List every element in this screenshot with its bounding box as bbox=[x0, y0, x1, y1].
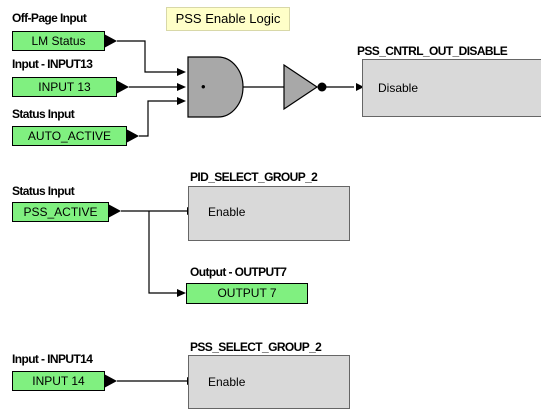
arrowhead-icon bbox=[356, 83, 364, 91]
input-box-auto-active[interactable]: AUTO_ACTIVE bbox=[12, 126, 127, 146]
output-label: Output - OUTPUT7 bbox=[190, 265, 287, 279]
pin-enable: Enable bbox=[208, 205, 246, 219]
block-pss-select-group-2[interactable] bbox=[188, 355, 350, 409]
pin-disable: Disable bbox=[378, 81, 419, 95]
wire-lm-status-to-and bbox=[117, 40, 178, 73]
wire-auto-active-to-and bbox=[139, 100, 178, 137]
input-label: Input - INPUT13 bbox=[12, 57, 93, 71]
block-name-pss-cntrl-out-disable: PSS_CNTRL_OUT_DISABLE bbox=[357, 44, 508, 58]
block-name-pid-select-group-2: PID_SELECT_GROUP_2 bbox=[190, 170, 318, 184]
arrowhead-icon bbox=[177, 97, 186, 105]
gate-symbol: • bbox=[201, 79, 206, 94]
and-gate-icon bbox=[187, 56, 244, 118]
input-label: Status Input bbox=[12, 107, 75, 121]
arrowhead-icon bbox=[177, 68, 186, 76]
input-arrow-icon bbox=[104, 374, 117, 388]
input-label: Off-Page Input bbox=[12, 11, 87, 25]
block-name-pss-select-group-2: PSS_SELECT_GROUP_2 bbox=[190, 340, 322, 354]
input-arrow-icon bbox=[126, 129, 139, 143]
input-box-input13[interactable]: INPUT 13 bbox=[12, 77, 117, 97]
input-box-input14[interactable]: INPUT 14 bbox=[12, 371, 105, 391]
input-arrow-icon bbox=[104, 34, 117, 48]
block-pss-cntrl-out-disable[interactable] bbox=[362, 59, 541, 117]
input-arrow-icon bbox=[108, 204, 121, 218]
arrowhead-icon bbox=[177, 83, 186, 91]
title-note: PSS Enable Logic bbox=[166, 7, 290, 31]
block-pid-select-group-2[interactable] bbox=[188, 186, 350, 241]
output-box-output7[interactable]: OUTPUT 7 bbox=[186, 283, 308, 304]
input-box-lm-status[interactable]: LM Status bbox=[12, 31, 105, 51]
input-arrow-icon bbox=[116, 80, 129, 94]
wire-pss-active-to-output7 bbox=[148, 211, 177, 294]
buffer-triangle-icon bbox=[283, 63, 319, 111]
input-label: Status Input bbox=[12, 184, 75, 198]
pin-enable: Enable bbox=[208, 375, 246, 389]
inverter-bubble-icon bbox=[317, 82, 327, 92]
input-label: Input - INPUT14 bbox=[12, 352, 93, 366]
arrowhead-icon bbox=[177, 289, 186, 297]
input-box-pss-active[interactable]: PSS_ACTIVE bbox=[12, 202, 109, 222]
